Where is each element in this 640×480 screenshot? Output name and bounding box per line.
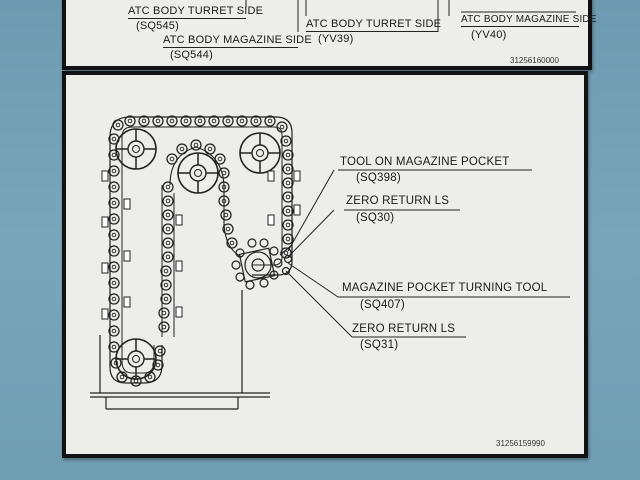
- top-label-atc-turret-left: ATC BODY TURRET SIDE: [128, 5, 264, 17]
- callout-zero-return-ls-1: ZERO RETURN LS: [346, 195, 450, 207]
- callout-zero-return-ls-2: ZERO RETURN LS: [352, 323, 456, 335]
- top-label-sq544: (SQ544): [170, 49, 213, 61]
- top-label-underline-4: [461, 26, 579, 27]
- top-label-underline-3: [306, 31, 438, 32]
- callout-sq30: (SQ30): [356, 212, 395, 224]
- top-label-atc-turret-mid: ATC BODY TURRET SIDE: [306, 18, 442, 30]
- leader-lines: [285, 169, 570, 338]
- callout-sq31: (SQ31): [360, 339, 399, 351]
- top-label-sq545: (SQ545): [136, 20, 179, 32]
- top-label-plate: ATC BODY TURRET SIDE (SQ545) ATC BODY MA…: [62, 0, 597, 70]
- pockets-left: [108, 133, 166, 387]
- callout-tool-on-magazine-pocket: TOOL ON MAGAZINE POCKET: [340, 156, 510, 168]
- top-label-yv39: (YV39): [318, 33, 354, 45]
- main-label-plate: TOOL ON MAGAZINE POCKET (SQ398) ZERO RET…: [62, 71, 588, 458]
- callout-sq398: (SQ398): [356, 172, 401, 184]
- main-plate-serial: 31256159990: [496, 439, 545, 448]
- callout-magazine-pocket-turning-tool: MAGAZINE POCKET TURNING TOOL: [342, 282, 548, 294]
- chain-guides: [101, 170, 301, 320]
- top-label-atc-magazine: ATC BODY MAGAZINE SIDE: [163, 34, 312, 46]
- callout-sq407: (SQ407): [360, 299, 405, 311]
- magazine-housing: [90, 290, 270, 410]
- top-label-underline-2: [163, 47, 298, 48]
- top-label-yv40: (YV40): [471, 29, 507, 41]
- pocket-turning-mechanism: [231, 238, 293, 290]
- tool-magazine-diagram: [90, 115, 570, 410]
- top-label-atc-magazine-right: ATC BODY MAGAZINE SIDE: [461, 14, 597, 25]
- pockets-right: [280, 135, 294, 259]
- top-plate-serial: 31256160000: [510, 56, 559, 65]
- top-label-underline-1: [128, 18, 246, 19]
- top-plate-lines: [245, 0, 576, 32]
